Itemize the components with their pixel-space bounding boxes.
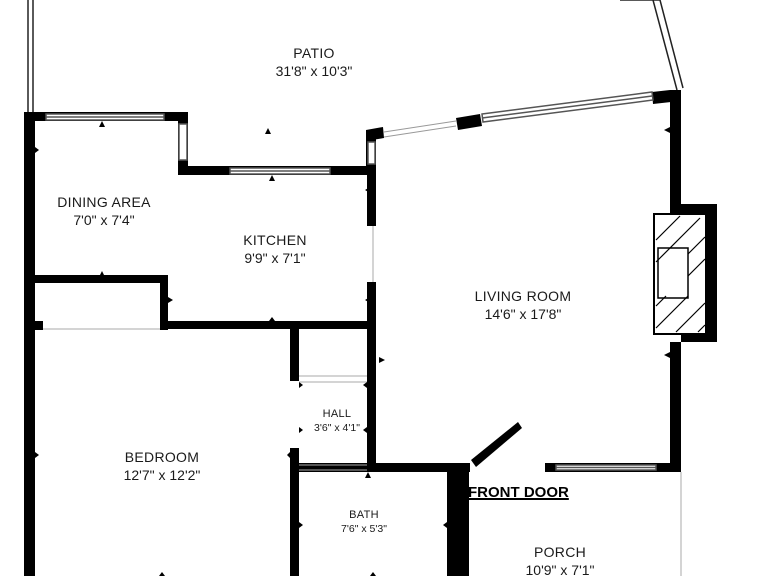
room-dimensions: 31'8" x 10'3" — [275, 62, 353, 79]
room-name: HALL — [322, 408, 352, 420]
room-dimensions: 14'6" x 17'8" — [484, 305, 562, 322]
room-label-bath: BATH 7'6" x 5'3" — [341, 509, 387, 536]
room-label-dining: DINING AREA 7'0" x 7'4" — [57, 194, 151, 229]
room-name: DINING AREA — [57, 194, 151, 210]
room-dimensions: 3'6" x 4'1" — [314, 421, 360, 434]
patio-outline — [27, 0, 684, 112]
front-door-label: FRONT DOOR — [468, 484, 569, 501]
room-label-living: LIVING ROOM 14'6" x 17'8" — [475, 288, 572, 323]
room-label-patio: PATIO 31'8" x 10'3" — [276, 45, 353, 80]
exterior-walls — [24, 90, 681, 576]
room-dimensions: 12'7" x 12'2" — [123, 466, 201, 483]
room-label-bedroom: BEDROOM 12'7" x 12'2" — [124, 449, 201, 484]
room-name: PATIO — [293, 45, 335, 61]
room-dimensions: 7'0" x 7'4" — [73, 211, 135, 228]
room-dimensions: 9'9" x 7'1" — [244, 249, 306, 266]
windows — [45, 91, 657, 471]
room-name: BEDROOM — [124, 449, 200, 465]
room-label-porch: PORCH 10'9" x 7'1" — [526, 544, 595, 576]
room-name: PORCH — [533, 544, 587, 560]
room-label-hall: HALL 3'6" x 4'1" — [314, 408, 360, 435]
fireplace — [653, 204, 717, 342]
room-label-kitchen: KITCHEN 9'9" x 7'1" — [243, 232, 307, 267]
room-name: BATH — [349, 509, 379, 521]
room-dimensions: 10'9" x 7'1" — [525, 561, 595, 576]
room-name: LIVING ROOM — [474, 288, 572, 304]
openings — [43, 226, 682, 576]
tick-markers — [35, 121, 670, 576]
room-name: KITCHEN — [243, 232, 307, 248]
room-dimensions: 7'6" x 5'3" — [341, 522, 387, 535]
